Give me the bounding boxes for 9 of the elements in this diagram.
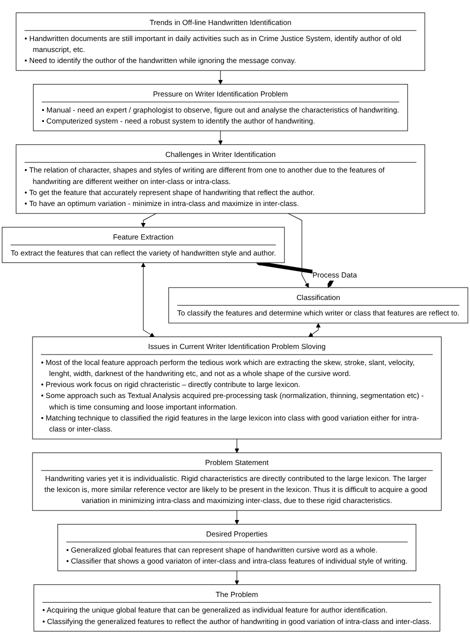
arrow — [218, 130, 223, 145]
arrow — [218, 70, 223, 84]
arrow — [234, 510, 240, 524]
arrow — [140, 262, 155, 338]
arrow — [234, 438, 240, 453]
arrow — [140, 213, 156, 228]
arrow — [234, 570, 240, 585]
arrow — [288, 213, 309, 288]
arrow — [308, 323, 321, 338]
